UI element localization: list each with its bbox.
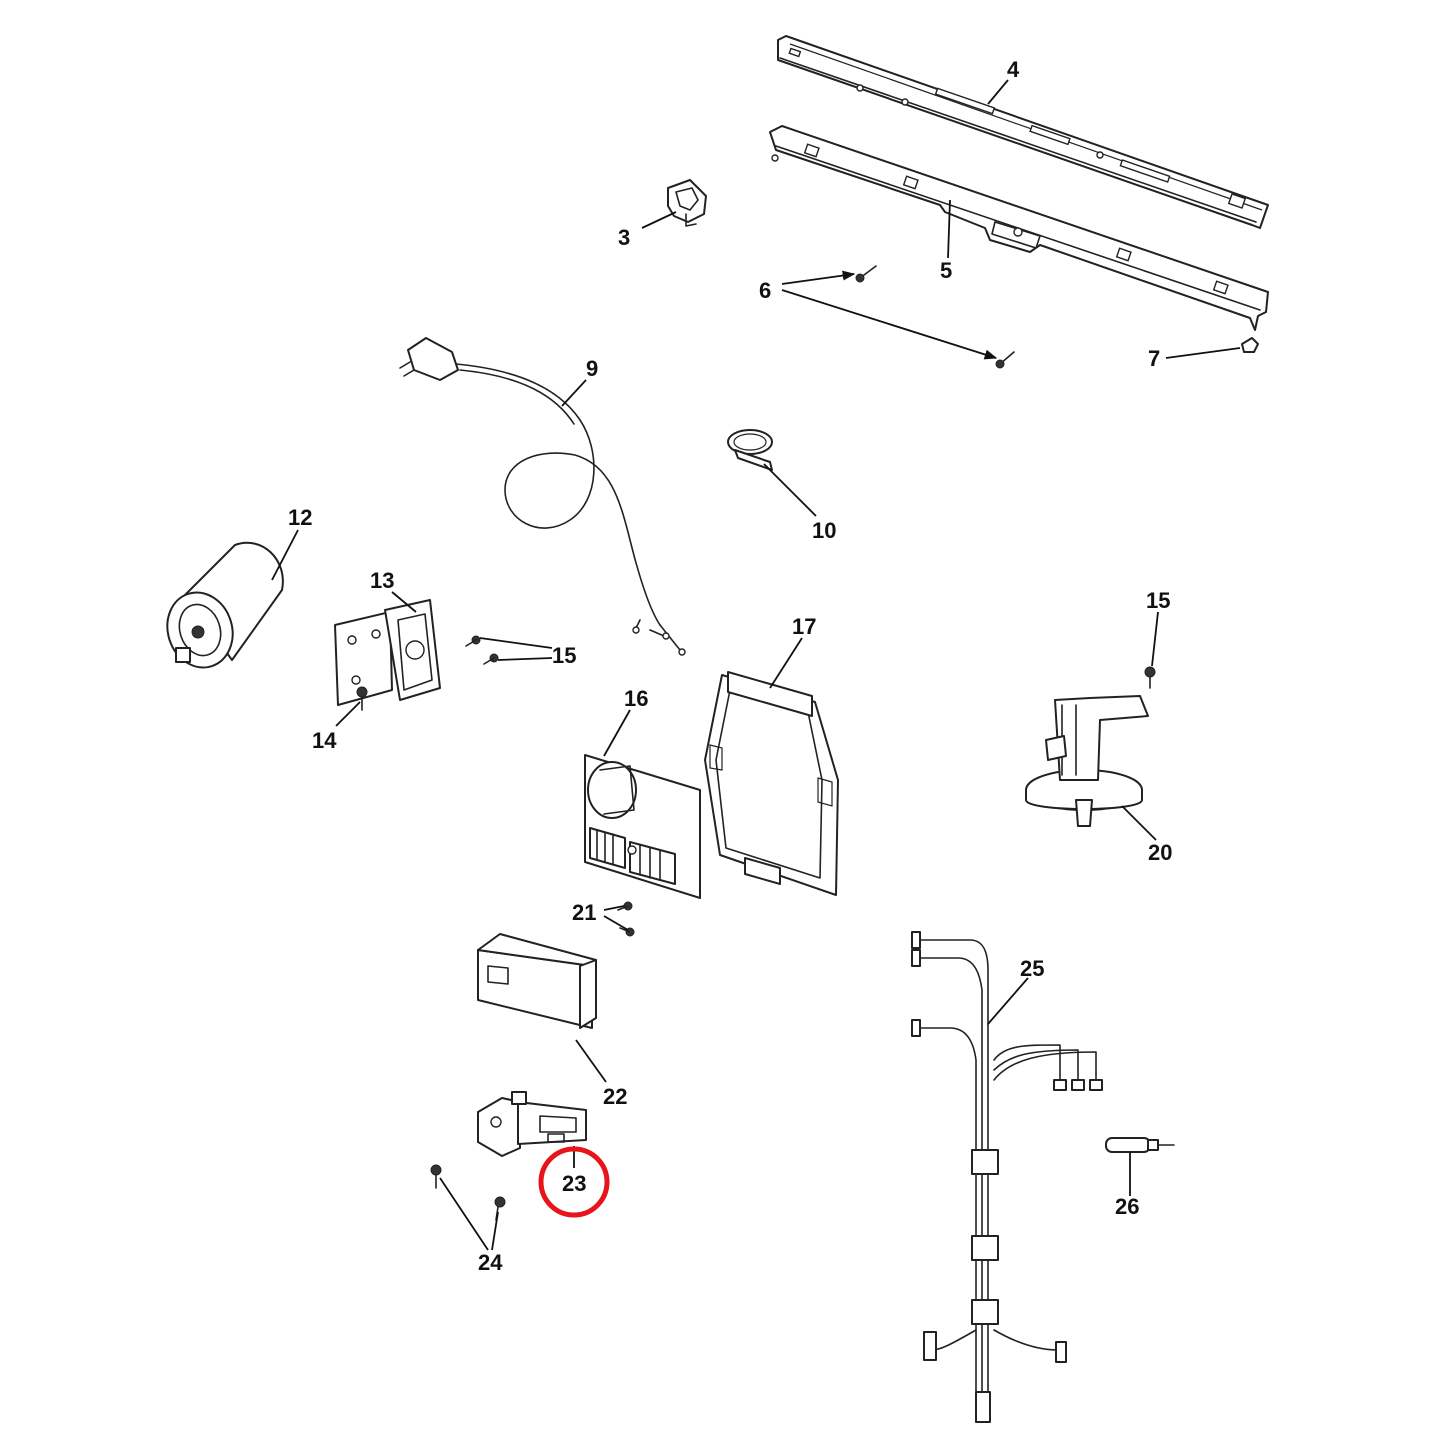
callout-12: 12 bbox=[288, 505, 312, 530]
callout-15-left: 15 bbox=[552, 643, 576, 668]
callout-15-right: 15 bbox=[1146, 588, 1170, 613]
leader-lines bbox=[271, 79, 1241, 1251]
callout-20: 20 bbox=[1148, 840, 1172, 865]
callout-14: 14 bbox=[312, 728, 337, 753]
callout-17: 17 bbox=[792, 614, 816, 639]
callout-23: 23 bbox=[562, 1171, 586, 1196]
callout-labels: 3 4 5 6 7 9 10 12 13 14 15 15 16 17 20 2… bbox=[288, 57, 1172, 1275]
part-16-power-board[interactable] bbox=[584, 754, 701, 899]
part-20-pressure-switch[interactable] bbox=[1025, 695, 1149, 827]
part-25-wiring-harness[interactable] bbox=[911, 931, 1103, 1423]
part-14-screw[interactable] bbox=[356, 686, 368, 711]
callout-22: 22 bbox=[603, 1084, 627, 1109]
callout-10: 10 bbox=[812, 518, 836, 543]
callout-6: 6 bbox=[759, 278, 771, 303]
callout-5: 5 bbox=[940, 258, 952, 283]
callout-24: 24 bbox=[478, 1250, 503, 1275]
part-17-board-frame[interactable] bbox=[704, 671, 839, 896]
callout-25: 25 bbox=[1020, 956, 1044, 981]
part-7-cap[interactable] bbox=[1241, 337, 1259, 353]
part-23-door-lock[interactable] bbox=[477, 1091, 587, 1157]
callout-21: 21 bbox=[572, 900, 596, 925]
part-26-sensor[interactable] bbox=[1105, 1137, 1175, 1153]
part-15-screw-right[interactable] bbox=[1144, 666, 1156, 689]
part-22-board-cover[interactable] bbox=[477, 933, 597, 1029]
part-24-screws[interactable] bbox=[430, 1164, 506, 1221]
part-4-upper-rail[interactable] bbox=[777, 35, 1269, 229]
part-3-bracket-clip[interactable] bbox=[667, 179, 707, 227]
callout-7: 7 bbox=[1148, 346, 1160, 371]
part-10-hose-clamp[interactable] bbox=[727, 429, 773, 471]
callout-4: 4 bbox=[1007, 57, 1020, 82]
part-12-filter-cylinder[interactable] bbox=[158, 541, 284, 676]
part-13-mounting-bracket[interactable] bbox=[334, 599, 441, 706]
callout-3: 3 bbox=[618, 225, 630, 250]
callout-13: 13 bbox=[370, 568, 394, 593]
part-15-screws-left[interactable] bbox=[465, 635, 499, 665]
part-6-screws[interactable] bbox=[855, 265, 1015, 369]
callout-9: 9 bbox=[586, 356, 598, 381]
callout-26: 26 bbox=[1115, 1194, 1139, 1219]
part-5-lower-rail[interactable] bbox=[769, 125, 1269, 331]
callout-16: 16 bbox=[624, 686, 648, 711]
highlight-circle-part-23 bbox=[538, 1146, 610, 1218]
part-9-power-cord[interactable] bbox=[399, 337, 686, 656]
